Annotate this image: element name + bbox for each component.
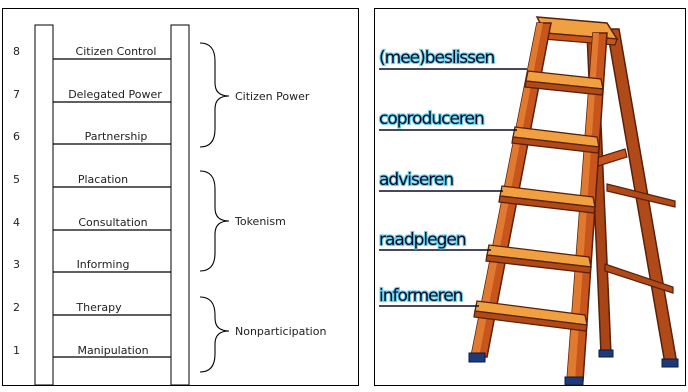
- rung-number-3: 3: [13, 258, 20, 271]
- rung-label-1: Manipulation: [77, 344, 148, 357]
- group-label-nonparticipation: Nonparticipation: [235, 325, 326, 338]
- level-label-coproduceren: coproduceren: [379, 109, 484, 129]
- rung-label-2: Therapy: [75, 301, 122, 314]
- level-label-informeren: informeren: [379, 286, 463, 306]
- brace-tokenism: [199, 170, 230, 272]
- level-label-adviseren: adviseren: [379, 170, 453, 190]
- rung-number-4: 4: [13, 216, 20, 229]
- brace-nonparticipation: [199, 296, 230, 373]
- stepladder-icon: [468, 16, 679, 386]
- rung-label-3: Informing: [77, 258, 130, 271]
- ladder-left-rail: [34, 24, 54, 386]
- rung-label-6: Partnership: [85, 130, 148, 143]
- stepladder-illustration: (mee)beslissen coproduceren adviseren ra…: [378, 16, 679, 386]
- arnstein-ladder-diagram: Citizen Control Delegated Power Partners…: [13, 24, 326, 386]
- participation-stepladder-panel: (mee)beslissen coproduceren adviseren ra…: [374, 8, 686, 386]
- rung-label-4: Consultation: [78, 216, 147, 229]
- ladder-right-rail: [170, 24, 190, 386]
- rung-number-8: 8: [13, 45, 20, 58]
- level-label-raadplegen: raadplegen: [379, 230, 466, 250]
- rung-label-7: Delegated Power: [68, 88, 162, 101]
- group-label-tokenism: Tokenism: [234, 215, 286, 228]
- rung-number-2: 2: [13, 301, 20, 314]
- level-label-meebeslissen: (mee)beslissen: [379, 48, 494, 68]
- brace-citizen-power: [199, 42, 230, 148]
- rung-number-1: 1: [13, 344, 20, 357]
- arnstein-ladder-panel: Citizen Control Delegated Power Partners…: [2, 8, 359, 386]
- rung-number-6: 6: [13, 130, 20, 143]
- rung-label-8: Citizen Control: [76, 45, 157, 58]
- rung-label-5: Placation: [78, 173, 128, 186]
- rung-number-7: 7: [13, 88, 20, 101]
- group-label-citizen-power: Citizen Power: [235, 90, 310, 103]
- rung-number-5: 5: [13, 173, 20, 186]
